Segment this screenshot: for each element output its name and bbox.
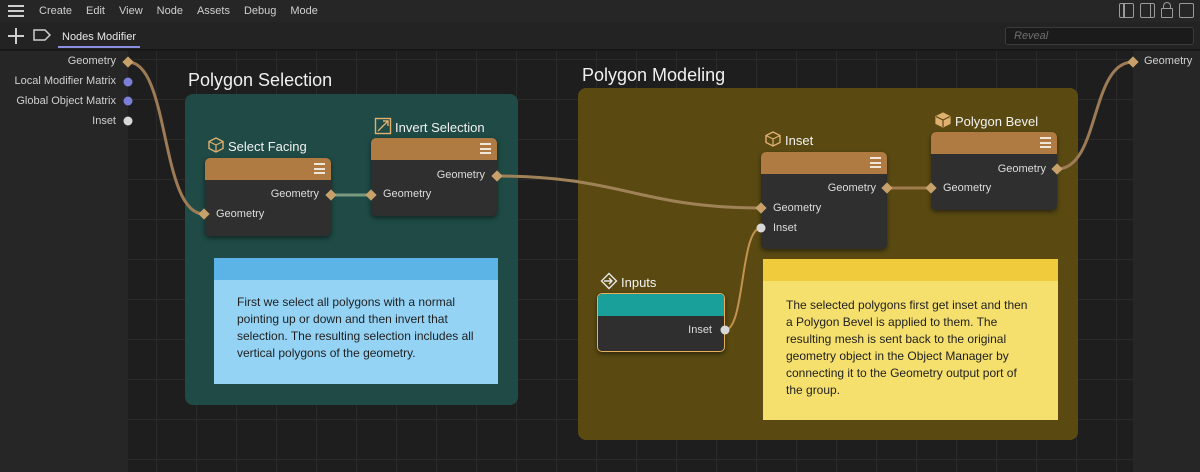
window-controls [1119, 2, 1194, 18]
input-port-local-matrix-label: Local Modifier Matrix [14, 75, 116, 87]
node-invert-selection[interactable]: Geometry Geometry [371, 138, 497, 216]
menu-edit[interactable]: Edit [86, 5, 105, 17]
node-header [371, 138, 497, 160]
group-title-polygon-modeling: Polygon Modeling [582, 65, 726, 85]
input-port-global-matrix-label: Global Object Matrix [16, 95, 116, 107]
note-header [763, 259, 1058, 281]
node-header [205, 158, 331, 180]
toggle-left-panel-icon[interactable] [1119, 3, 1134, 18]
node-title-polygon-bevel: Polygon Bevel [955, 114, 1039, 129]
node-menu-icon[interactable] [1040, 137, 1051, 148]
output-port-geometry-label: Geometry [1144, 55, 1193, 67]
output-port-label: Geometry [436, 169, 485, 181]
input-port-geometry-label: Geometry [773, 202, 822, 214]
tab-nodes-modifier[interactable]: Nodes Modifier [58, 28, 140, 48]
tag-icon[interactable] [33, 29, 51, 41]
menu-debug[interactable]: Debug [243, 5, 277, 17]
node-select-facing[interactable]: Geometry Geometry [205, 158, 331, 236]
input-port-inset-label: Inset [92, 115, 116, 127]
group-outputs-panel [1133, 51, 1200, 472]
lock-icon[interactable] [1161, 2, 1173, 18]
bevel-cube-icon [935, 112, 951, 128]
invert-selection-icon [374, 117, 392, 135]
node-header [598, 294, 724, 316]
menu-view[interactable]: View [119, 5, 143, 17]
node-header [761, 152, 887, 174]
menu-assets[interactable]: Assets [196, 5, 230, 17]
group-inputs-panel [0, 51, 128, 472]
output-port-label: Geometry [827, 182, 876, 194]
cube-icon [765, 131, 781, 147]
node-inputs[interactable]: Inset [597, 293, 725, 352]
maximize-icon[interactable] [1179, 3, 1194, 18]
node-title-inset: Inset [785, 133, 814, 148]
cube-select-icon [208, 137, 224, 153]
input-port-geometry-label: Geometry [67, 55, 116, 67]
node-menu-icon[interactable] [870, 157, 881, 168]
node-menu-icon[interactable] [314, 163, 325, 174]
node-title-inputs: Inputs [621, 275, 657, 290]
output-port-label: Inset [688, 324, 712, 336]
node-header [931, 132, 1057, 154]
search-input[interactable] [1005, 27, 1194, 45]
note-text: First we select all polygons with a norm… [237, 295, 474, 360]
inputs-icon [600, 272, 618, 290]
output-port-label: Geometry [270, 188, 319, 200]
note-header [214, 258, 498, 280]
note-text: The selected polygons first get inset an… [786, 298, 1028, 397]
menu-bar: Create Edit View Node Assets Debug Mode [0, 0, 1200, 22]
toggle-right-panel-icon[interactable] [1140, 3, 1155, 18]
node-title-invert-selection: Invert Selection [395, 120, 485, 135]
sticky-note-selection[interactable]: First we select all polygons with a norm… [214, 258, 498, 384]
menu-create[interactable]: Create [39, 5, 73, 17]
menu-node[interactable]: Node [156, 5, 183, 17]
input-port-inset-label: Inset [773, 222, 797, 234]
node-title-select-facing: Select Facing [228, 139, 307, 154]
input-port-label: Geometry [383, 188, 432, 200]
group-title-polygon-selection: Polygon Selection [188, 70, 333, 90]
add-node-icon[interactable] [8, 28, 24, 44]
node-inset[interactable]: Geometry Geometry Inset [761, 152, 887, 249]
hamburger-menu-icon[interactable] [8, 5, 24, 17]
node-polygon-bevel[interactable]: Geometry Geometry [931, 132, 1057, 210]
output-port-label: Geometry [997, 163, 1046, 175]
input-port-label: Geometry [943, 182, 992, 194]
node-menu-icon[interactable] [480, 143, 491, 154]
sticky-note-modeling[interactable]: The selected polygons first get inset an… [763, 259, 1058, 420]
menu-mode[interactable]: Mode [290, 5, 318, 17]
input-port-label: Geometry [216, 208, 265, 220]
toolbar: Nodes Modifier [0, 22, 1200, 50]
